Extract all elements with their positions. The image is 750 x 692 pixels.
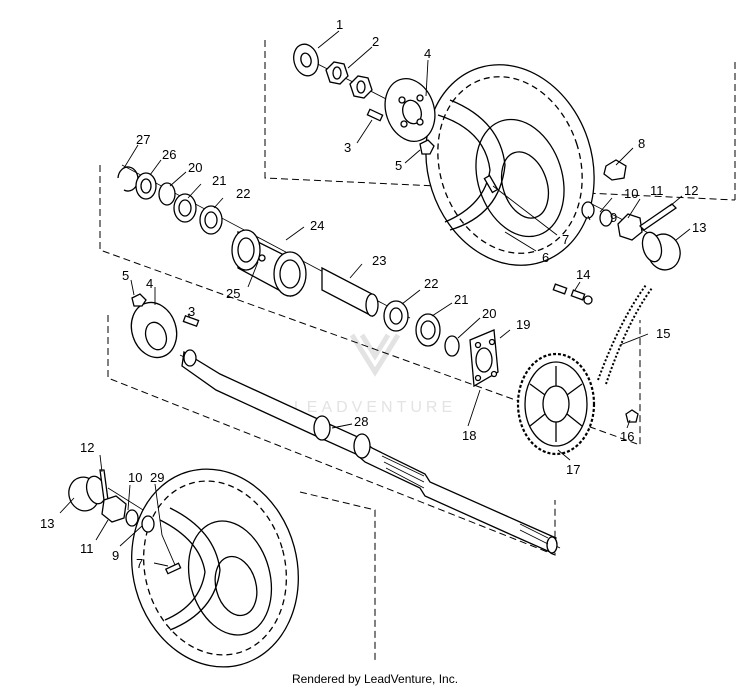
callout-15: 15: [656, 326, 670, 341]
sprocket-hub-part-18: [469, 329, 499, 388]
bolts-part-14: [552, 283, 593, 305]
lower-tire: [131, 468, 299, 668]
callout-12-lower: 12: [80, 440, 94, 455]
callout-4: 4: [424, 46, 431, 61]
callout-8: 8: [638, 136, 645, 151]
callout-9: 9: [610, 210, 617, 225]
callout-3-axle: 3: [188, 304, 195, 319]
callout-6: 6: [542, 250, 549, 265]
grease-fitting-part-25: [258, 254, 266, 262]
bearing-part-22-upper: [199, 205, 223, 235]
valve-stem-part-7: [483, 174, 499, 194]
lower-wheel-assembly: [68, 468, 299, 668]
callout-22-upper: 22: [236, 186, 250, 201]
sleeve-end-part-23: [365, 293, 379, 317]
washer-part-9: [581, 201, 595, 219]
callout-11: 11: [650, 183, 664, 198]
callout-1: 1: [336, 17, 343, 32]
nut-part-5: [419, 139, 435, 155]
axle-part-28: [181, 349, 558, 554]
callout-25: 25: [226, 286, 240, 301]
callout-20-upper: 20: [188, 160, 202, 175]
bearing-carrier-assembly: [117, 166, 653, 456]
valve-stem-part-7-lower: [164, 562, 182, 575]
watermark-text: LEADVENTURE: [294, 399, 456, 416]
bolt-part-3-axle: [182, 314, 200, 328]
upper-tire: [425, 64, 595, 266]
washer-part-10: [599, 209, 613, 227]
watermark: LEADVENTURE: [294, 333, 456, 416]
callout-22-lower: 22: [424, 276, 438, 291]
cap-part-13: [641, 231, 681, 271]
callout-28: 28: [354, 414, 368, 429]
sprocket-part-17: [516, 352, 596, 456]
callout-12: 12: [684, 183, 698, 198]
bearing-housing-part-24: [231, 229, 307, 298]
callout-24: 24: [310, 218, 324, 233]
footer-credit: Rendered by LeadVenture, Inc.: [291, 672, 459, 686]
callout-20-lower: 20: [482, 306, 496, 321]
hub-boundary: [99, 165, 641, 446]
spacer-part-20-upper: [158, 182, 176, 206]
washer-part-1: [293, 43, 319, 77]
callout-27: 27: [136, 132, 150, 147]
bearing-part-21-lower: [415, 313, 441, 347]
callout-17: 17: [566, 462, 580, 477]
lower-wheel-boundary: [299, 491, 376, 660]
leader-lines: [59, 30, 691, 567]
callout-2: 2: [372, 34, 379, 49]
castle-nut-part-11-lower: [101, 495, 127, 523]
callout-7-lower: 7: [136, 556, 143, 571]
callout-5-axle: 5: [122, 268, 129, 283]
callout-4-axle: 4: [146, 276, 153, 291]
brake-flange-part-4: [130, 301, 178, 359]
callout-29: 29: [150, 470, 164, 485]
washer-part-9-lower: [141, 515, 155, 533]
callout-7: 7: [562, 232, 569, 247]
callout-11-lower: 11: [80, 541, 94, 556]
nut-part-2: [325, 61, 373, 99]
callout-10: 10: [624, 186, 638, 201]
sleeve-part-23: [321, 266, 373, 318]
callout-5: 5: [395, 158, 402, 173]
cotter-pin-part-12: [638, 203, 678, 231]
axle-boundary: [107, 315, 556, 556]
bearing-part-21-upper: [173, 193, 197, 223]
axle-assembly: [130, 293, 558, 554]
callout-26: 26: [162, 147, 176, 162]
callout-9-lower: 9: [112, 548, 119, 563]
bearing-part-22-lower: [383, 300, 409, 332]
snap-ring-part-27: [117, 166, 139, 192]
chain-part-15: [597, 284, 653, 385]
callout-13-lower: 13: [40, 516, 54, 531]
callout-21-upper: 21: [212, 173, 226, 188]
callout-10-lower: 10: [128, 470, 142, 485]
seal-part-26: [135, 172, 157, 200]
callout-19: 19: [516, 317, 530, 332]
callout-16: 16: [620, 429, 634, 444]
nut-part-5-axle: [131, 293, 147, 307]
callout-labels: 1 2 4 3 5 6 7 8 9 10 11 12 13 14 15 16 1…: [40, 17, 706, 571]
nut-part-8: [603, 159, 627, 181]
upper-wheel-assembly: [293, 43, 681, 305]
callout-21-lower: 21: [454, 292, 468, 307]
callout-14: 14: [576, 267, 590, 282]
callout-13: 13: [692, 220, 706, 235]
callout-3: 3: [344, 140, 351, 155]
upper-hub: [384, 78, 436, 142]
nut-part-16: [625, 409, 639, 423]
castle-nut-part-11: [617, 213, 643, 241]
spacer-part-20-lower: [444, 335, 460, 357]
washer-part-10-lower: [125, 509, 139, 527]
stud-part-3: [366, 108, 384, 122]
callout-18: 18: [462, 428, 476, 443]
callout-23: 23: [372, 253, 386, 268]
